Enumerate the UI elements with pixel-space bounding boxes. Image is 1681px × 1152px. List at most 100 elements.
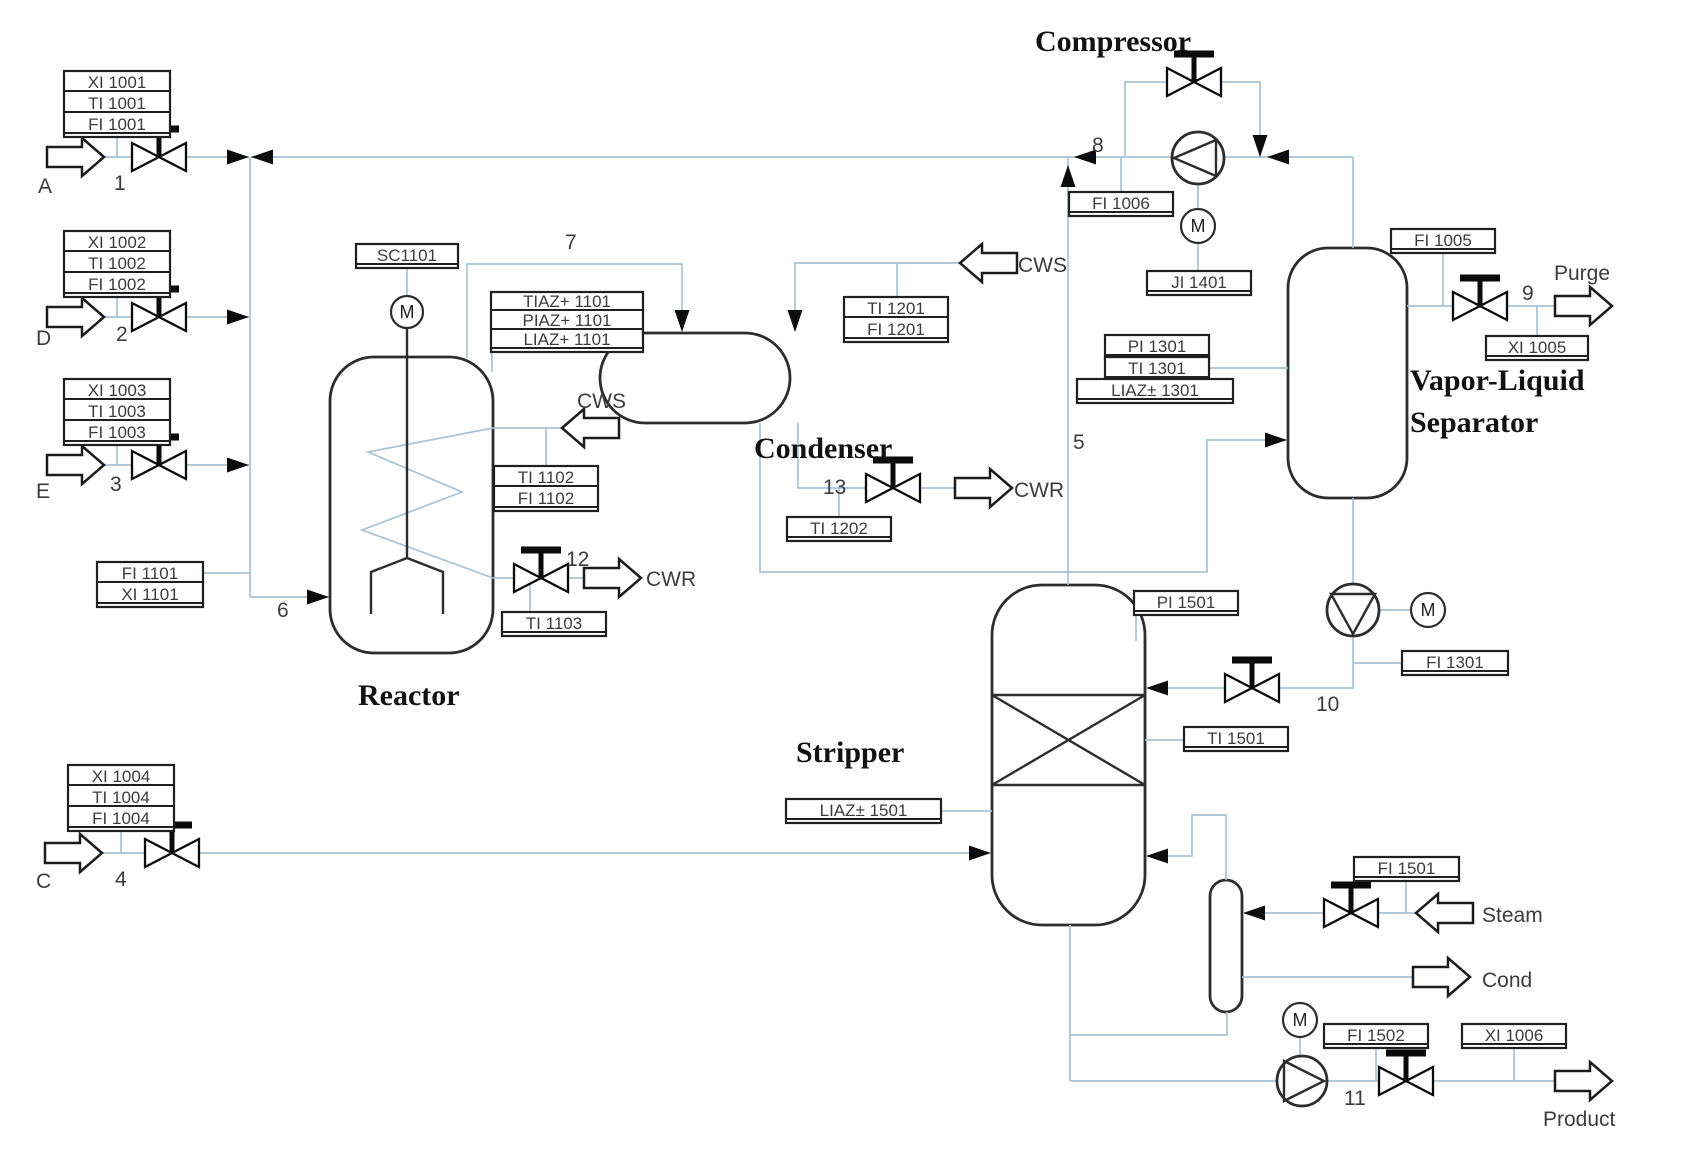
separator-pump-symbol [1325, 582, 1381, 638]
instrument-tag: FI 1502 [1347, 1026, 1405, 1045]
instrument-tag: XI 1003 [88, 381, 147, 400]
instrument-tag: FI 1101 [122, 564, 178, 583]
instrument-tag: JI 1401 [1171, 273, 1227, 292]
valve-body-icon [1451, 290, 1509, 322]
instrument-box-frame [62, 69, 172, 139]
reactor-vessel [328, 355, 495, 655]
recycle-flow-box: FI 1006 [1067, 190, 1175, 218]
instrument-box-frame [492, 464, 600, 513]
instrument-tag: XI 1002 [88, 233, 147, 252]
instrument-box-frame [95, 560, 205, 609]
condenser-vessel [598, 331, 792, 425]
steam-inlet-arrow [1243, 905, 1265, 921]
reactor-cws-inlet-arrow [560, 406, 621, 450]
compressor-motor-label: M [1191, 216, 1206, 236]
stripper-temperature-box: TI 1501 [1182, 725, 1290, 753]
reactor-inlet-instrument-box: FI 1101 XI 1101 [95, 560, 205, 609]
separator-feed-arrow [1265, 432, 1287, 448]
product-analyzer-box: XI 1006 [1460, 1022, 1568, 1050]
instrument-tag: FI 1001 [88, 115, 146, 134]
valve-body-icon [130, 301, 188, 333]
label-cws-reactor: CWS [577, 390, 626, 413]
instrument-box-frame [66, 763, 176, 833]
label-cws-condenser: CWS [1018, 254, 1067, 277]
instrument-tag: TI 1001 [88, 94, 146, 113]
separator-level-box: LIAZ± 1301 [1075, 377, 1235, 405]
process-line [1070, 1012, 1228, 1036]
label-cwr-reactor: CWR [646, 568, 696, 591]
stream-label-12: 12 [566, 548, 589, 571]
purge-flow-box: FI 1005 [1389, 227, 1497, 255]
reactor-agitator-motor-label: M [400, 302, 415, 322]
equipment-label-separator-line1: Vapor-Liquid [1410, 364, 1585, 397]
process-line [759, 423, 1286, 573]
product-flow-box: FI 1502 [1322, 1022, 1430, 1050]
instrument-tag: TIAZ+ 1101 [523, 292, 611, 311]
instrument-tag: PI 1301 [1128, 337, 1187, 356]
valve-body-icon [1165, 66, 1223, 98]
instrument-box-frame [62, 377, 172, 447]
stream-5-join-arrow [1060, 165, 1076, 187]
instrument-tag: TI 1201 [867, 299, 925, 318]
separator-underflow-flow-box: FI 1301 [1400, 649, 1510, 677]
compressor-suction-arrow [1267, 149, 1289, 165]
product-pump-motor-icon [1281, 1001, 1319, 1039]
separator-pump-motor-label: M [1421, 600, 1436, 620]
instrument-tag: FI 1301 [1426, 653, 1484, 672]
stream-label-7: 7 [565, 231, 577, 254]
instrument-tag: TI 1003 [88, 402, 146, 421]
instrument-tag: FI 1004 [92, 809, 150, 828]
process-line [794, 262, 960, 331]
condenser-cwr-outlet-arrow [953, 466, 1014, 510]
instrument-tag: LIAZ± 1301 [1111, 381, 1199, 400]
steam-supply-arrow [1414, 891, 1475, 935]
stripper-vessel [990, 583, 1147, 927]
instrument-tag: XI 1006 [1485, 1026, 1544, 1045]
instrument-tag: LIAZ+ 1101 [523, 330, 610, 349]
feed-d-inlet-arrow [45, 295, 106, 339]
stream-6-arrow [307, 589, 329, 605]
valve-body-icon [512, 562, 570, 594]
separator-pump-rotor-icon [1328, 592, 1378, 637]
stream-label-1: 1 [114, 172, 126, 195]
reboiler-return-arrow [1146, 848, 1168, 864]
instrument-box-frame [842, 295, 950, 344]
stream-label-11: 11 [1344, 1087, 1366, 1110]
reactor-cwr-valve [512, 546, 570, 594]
vapor-liquid-separator-vessel [1286, 246, 1409, 500]
feed-label-c: C [36, 870, 51, 893]
agitator-impeller [369, 556, 445, 614]
instrument-tag: FI 1002 [88, 275, 146, 294]
instrument-tag: XI 1005 [1508, 338, 1567, 357]
instrument-tag: SC1101 [377, 246, 437, 265]
process-line [1147, 814, 1227, 880]
feed-label-d: D [36, 327, 51, 350]
compressor-motor-icon [1179, 207, 1217, 245]
feed-a-junction-arrow [227, 149, 249, 165]
instrument-tag: FI 1102 [518, 489, 574, 508]
feed-e-inlet-arrow [45, 443, 106, 487]
stream-label-10: 10 [1316, 693, 1339, 716]
condenser-cwr-valve [864, 456, 922, 504]
label-product: Product [1543, 1108, 1616, 1131]
condenser-cws-inlet-arrow [958, 241, 1019, 285]
valve-body-icon [1223, 672, 1281, 704]
instrument-tag: XI 1101 [121, 585, 178, 604]
valve-body-icon [143, 837, 201, 869]
feed-label-e: E [36, 480, 50, 503]
product-pump-symbol [1275, 1054, 1329, 1108]
product-pump-rotor-icon [1282, 1059, 1327, 1103]
instrument-tag: PI 1501 [1157, 593, 1216, 612]
stream-label-3: 3 [110, 473, 122, 496]
instrument-tag: PIAZ+ 1101 [523, 311, 612, 330]
stripper-packing [991, 693, 1146, 787]
label-steam: Steam [1482, 904, 1543, 927]
label-cond: Cond [1482, 969, 1532, 992]
instrument-tag: FI 1006 [1092, 194, 1150, 213]
